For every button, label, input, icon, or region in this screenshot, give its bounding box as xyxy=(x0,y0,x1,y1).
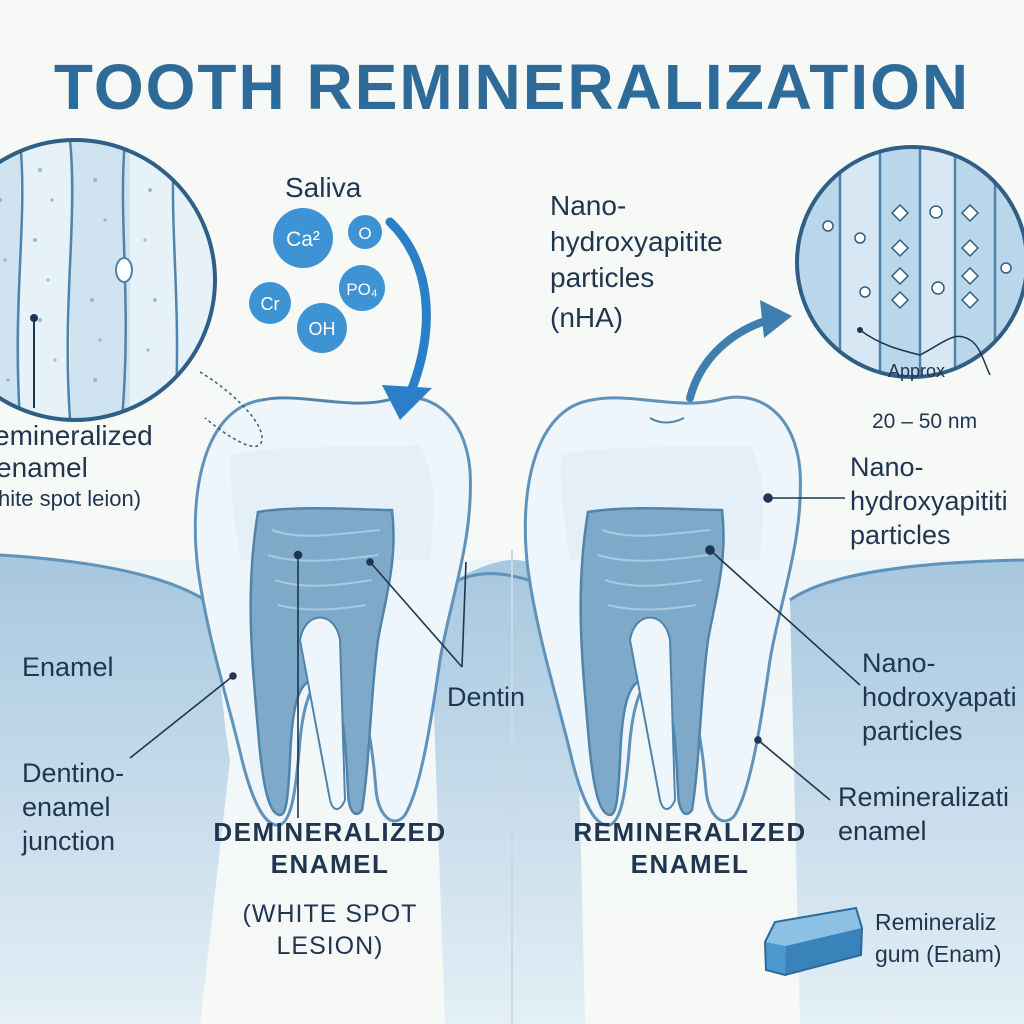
right-label2-line-2: hodroxyapati xyxy=(862,682,1017,712)
zoom-approx-label: Approx xyxy=(888,361,946,381)
enamel-label: Enamel xyxy=(22,652,114,682)
right-caption-line-2: ENAMEL xyxy=(630,849,750,879)
zoom-label-line-2: enamel xyxy=(0,452,88,483)
right-label2-line-1: Nano- xyxy=(862,648,936,678)
gum-tissue xyxy=(0,553,1024,1024)
dentin-label: Dentin xyxy=(447,682,526,712)
saliva-arrow xyxy=(385,217,431,410)
right-zoom-circle xyxy=(795,145,1024,379)
left-caption-paren-2: LESION) xyxy=(276,932,384,960)
page-title: TOOTH REMINERALIZATION xyxy=(53,51,971,123)
ion-bubble xyxy=(297,303,347,353)
zoom-size-label: 20 – 50 nm xyxy=(872,410,978,433)
gum-label-line-1: Remineraliz xyxy=(875,909,997,935)
right-leader-lines xyxy=(705,493,861,801)
gum-block-icon xyxy=(763,906,864,977)
right-label1-line-3: particles xyxy=(850,520,951,550)
nha-label-line-4: (nHA) xyxy=(550,302,624,333)
right-label3-line-2: enamel xyxy=(838,816,927,846)
left-tooth xyxy=(193,395,472,827)
ion-bubble xyxy=(249,282,291,324)
nha-arrow-head xyxy=(760,300,792,338)
nha-label-line-1: Nano- xyxy=(550,190,627,221)
saliva-arrow-head xyxy=(382,385,432,420)
left-caption-line-2: ENAMEL xyxy=(270,849,390,879)
right-label2-line-3: particles xyxy=(862,716,963,746)
ion-label: Cr xyxy=(261,294,280,314)
ion-label: OH xyxy=(309,319,336,339)
nha-arrow xyxy=(686,314,779,402)
zoom-label-line-3: hite spot leion) xyxy=(0,486,142,511)
zoom-label-line-1: emineralized xyxy=(0,420,153,451)
right-caption-line-1: REMINERALIZED xyxy=(573,817,807,847)
right-tooth xyxy=(523,395,802,827)
ion-label: O xyxy=(358,224,371,243)
ion-bubble xyxy=(339,265,385,311)
ion-bubble xyxy=(348,215,382,249)
ion-label: PO₄ xyxy=(346,280,378,299)
left-caption-line-1: DEMINERALIZED xyxy=(213,817,447,847)
ion-label: Ca² xyxy=(286,228,320,251)
dej-label-line-1: Dentino- xyxy=(22,758,125,788)
dej-label-line-2: enamel xyxy=(22,792,111,822)
left-zoom-circle xyxy=(0,138,263,448)
right-label1-line-1: Nano- xyxy=(850,452,924,482)
right-label3-line-1: Remineralizati xyxy=(838,782,1010,812)
nha-label-line-3: particles xyxy=(550,262,655,293)
left-caption-paren-1: (WHITE SPOT xyxy=(242,900,418,928)
right-label1-line-2: hydroxyapititi xyxy=(850,486,1008,516)
left-leader-lines xyxy=(129,550,467,818)
nha-label-line-2: hydroxyapitite xyxy=(550,226,723,257)
gum-label-line-2: gum (Enam) xyxy=(875,941,1002,967)
dej-label-line-3: junction xyxy=(22,826,116,856)
ion-group: Ca² O PO₄ Cr OH xyxy=(249,208,385,353)
saliva-label: Saliva xyxy=(285,172,362,203)
ion-bubble xyxy=(273,208,333,268)
